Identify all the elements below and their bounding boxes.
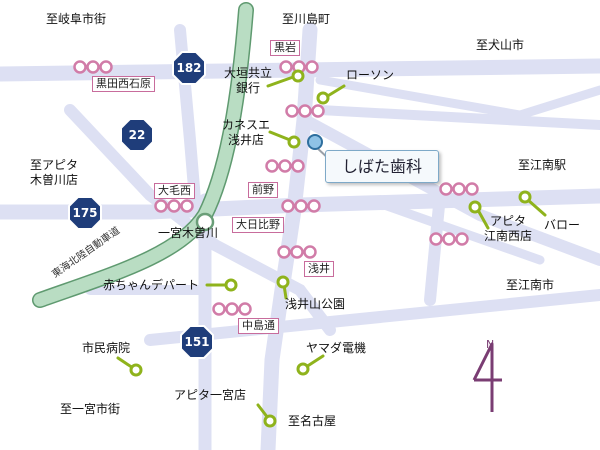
signal-asai-icon: [277, 245, 317, 259]
route-175-number: 175: [72, 206, 98, 220]
traffic-signals: [73, 60, 479, 316]
station-icon: [195, 212, 215, 232]
intersection-okenishi: 大毛西: [154, 183, 195, 199]
direction-kawashima: 至川島町: [282, 12, 331, 26]
direction-nagoya: 至名古屋: [288, 414, 337, 428]
north-arrow: N: [470, 338, 530, 415]
route-151-number: 151: [184, 335, 210, 349]
intersection-ohibino: 大日比野: [232, 217, 284, 233]
direction-gifu: 至岐阜市街: [46, 12, 107, 26]
route-182-number: 182: [176, 61, 202, 75]
signal-kanesue-icon: [265, 159, 305, 173]
signal-lawson-icon: [285, 104, 325, 118]
north-arrow-icon: [472, 342, 502, 412]
route-182-badge: 182: [172, 51, 206, 85]
landmark-ogaki-bank: 大垣共立 銀行: [224, 66, 273, 95]
route-175-badge: 175: [68, 196, 102, 230]
road-central-north-south: [260, 22, 318, 450]
pin-apita-ichinomiya-icon: [256, 403, 277, 428]
landmark-apita-ichinomiya: アピタ一宮店: [174, 388, 247, 402]
pin-barrow-icon: [518, 190, 547, 217]
pin-hospital-icon: [116, 356, 143, 377]
intersection-kurodanishiishihara: 黒田西石原: [92, 76, 155, 92]
route-151-badge: 151: [180, 325, 214, 359]
road-east-upper: [315, 105, 600, 130]
signal-konan-west-icon: [429, 232, 469, 246]
intersection-nakashimadori: 中島通: [238, 318, 279, 334]
pin-apita-konan-icon: [468, 200, 490, 230]
landmark-asai-park: 浅井山公園: [285, 297, 346, 311]
intersection-asai: 浅井: [304, 261, 334, 277]
landmark-kanesue: カネスエ 浅井店: [222, 118, 271, 147]
signal-nakashimadori-icon: [212, 302, 252, 316]
landmark-pins: [116, 69, 547, 428]
pin-akachan-icon: [205, 278, 238, 292]
landmark-yamada: ヤマダ電機: [306, 341, 367, 355]
signal-kurodanishiishihara-icon: [73, 60, 113, 74]
intersection-maeno: 前野: [248, 182, 278, 198]
north-letter: N: [486, 338, 495, 351]
landmark-lawson: ローソン: [346, 68, 395, 82]
route-22-badge: 22: [120, 118, 154, 152]
station-ichinomiya-kisogawa: 一宮木曽川: [158, 226, 219, 240]
signal-maeno-icon: [281, 199, 321, 213]
pin-ogaki-bank-icon: [266, 69, 305, 88]
pin-kanesue-icon: [268, 130, 301, 149]
landmark-hospital: 市民病院: [82, 341, 131, 355]
route-22-number: 22: [128, 128, 146, 142]
direction-ichinomiya: 至一宮市街: [60, 402, 121, 416]
direction-apita-kisogawa: 至アピタ 木曽川店: [30, 158, 79, 187]
road-east-lower: [365, 195, 545, 265]
signal-kuroiwa-icon: [279, 60, 319, 74]
landmark-akachan: 赤ちゃんデパート: [103, 278, 200, 292]
direction-inuyama: 至犬山市: [476, 38, 525, 52]
road-east-top: [315, 75, 600, 120]
road-south-east-west: [144, 289, 600, 346]
intersection-kuroiwa: 黒岩: [270, 40, 300, 56]
clinic-callout: しばた歯科: [325, 150, 439, 183]
signal-okenishi-icon: [154, 199, 194, 213]
pin-asai-park-icon: [276, 275, 290, 300]
direction-konan-station: 至江南駅: [518, 158, 567, 172]
pin-lawson-icon: [316, 84, 346, 105]
landmark-apita-konan: アピタ 江南西店: [484, 214, 533, 243]
landmark-barrow: バロー: [544, 218, 581, 232]
signal-konan-icon: [439, 182, 479, 196]
road-northwest-diagonal: [64, 104, 336, 336]
pin-yamada-icon: [296, 354, 325, 376]
road-east-north-south: [424, 189, 446, 306]
direction-konan-city: 至江南市: [506, 278, 555, 292]
